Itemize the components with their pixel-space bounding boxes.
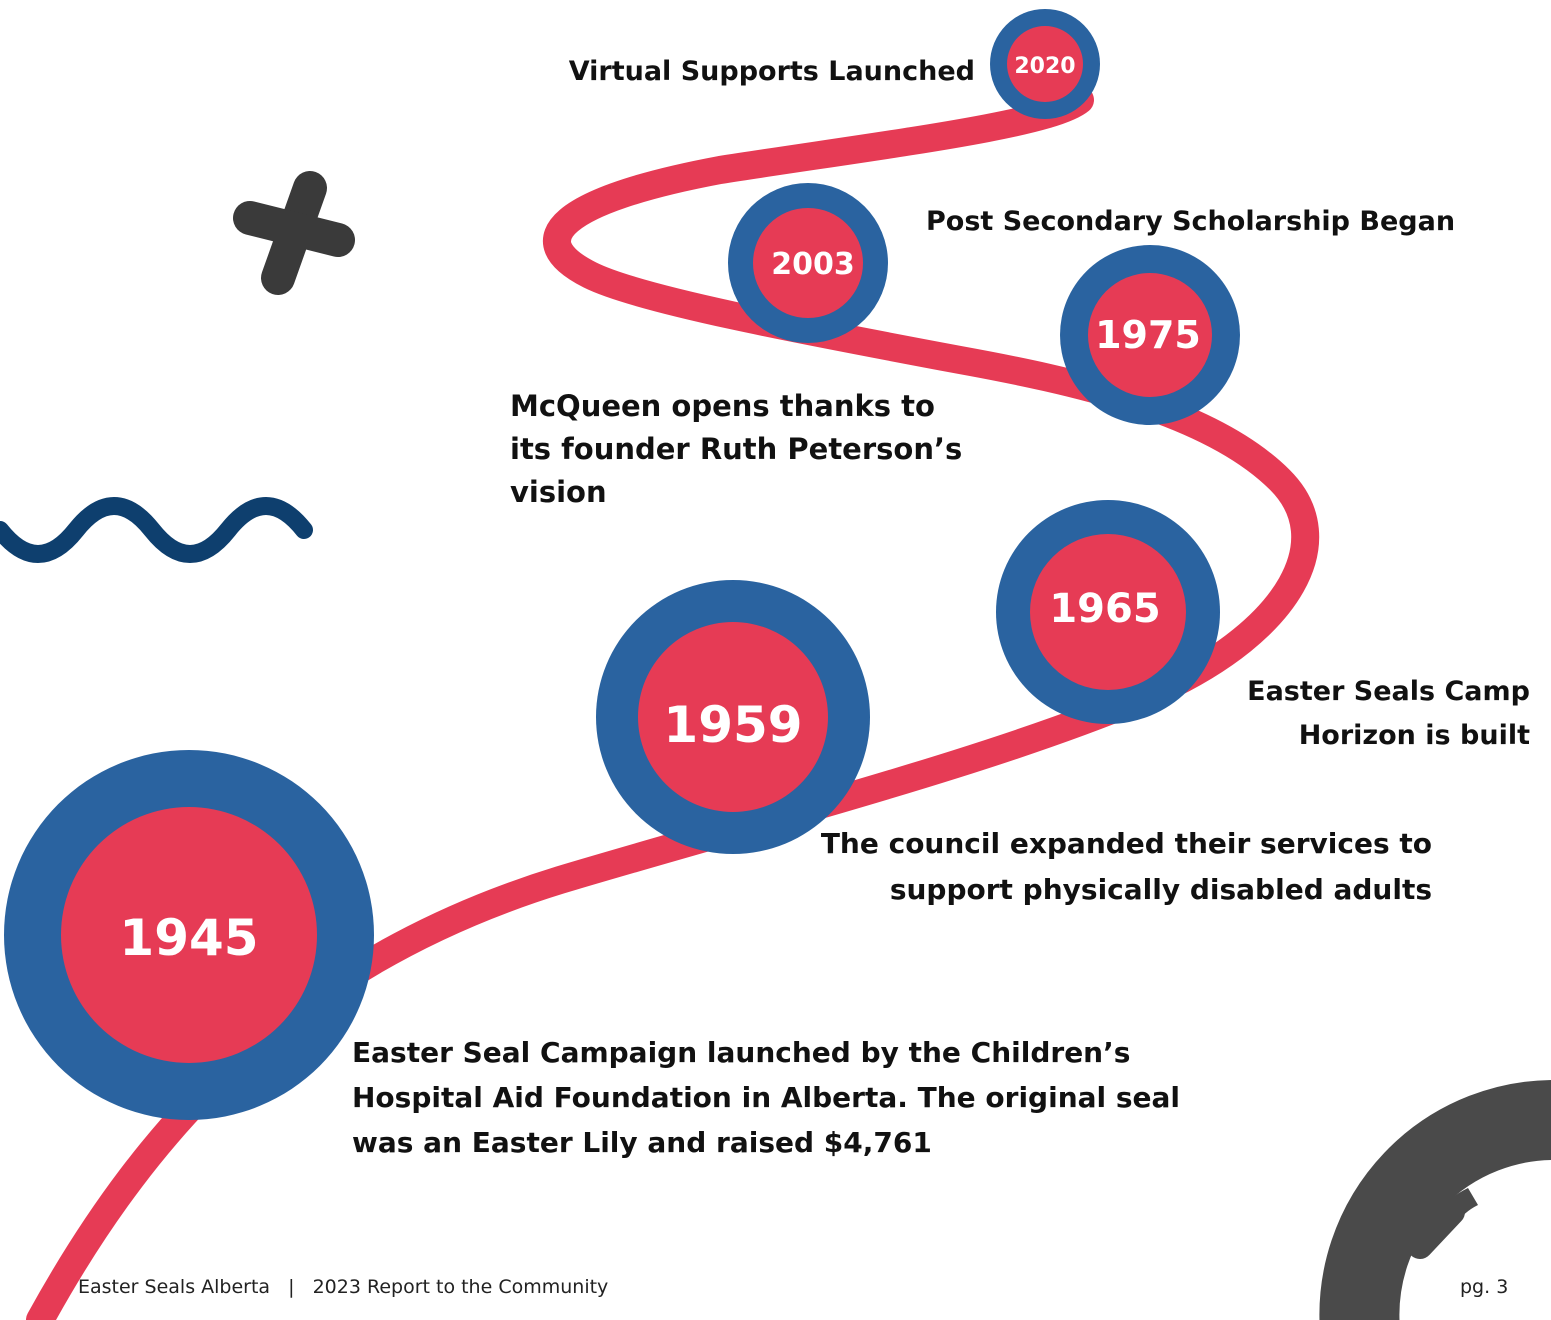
milestone-2020: 2020 xyxy=(990,9,1100,119)
milestone-2003: 2003 xyxy=(728,183,888,343)
milestone-1945-caption: Easter Seal Campaign launched by the Chi… xyxy=(352,1030,1232,1165)
milestone-1945-caption-text: Easter Seal Campaign launched by the Chi… xyxy=(352,1036,1181,1159)
year-1959: 1959 xyxy=(663,696,802,754)
footer-left: Easter Seals Alberta | 2023 Report to th… xyxy=(78,1276,608,1298)
milestone-1965-caption: Easter Seals Camp Horizon is built xyxy=(1220,670,1530,758)
milestone-1975-caption: McQueen opens thanks to its founder Ruth… xyxy=(510,385,980,514)
milestone-2020-caption: Virtual Supports Launched xyxy=(568,56,975,87)
year-1975: 1975 xyxy=(1095,313,1201,357)
timeline-path xyxy=(26,86,1320,1320)
milestone-1975: 1975 xyxy=(1060,245,1240,425)
plus-cross-icon xyxy=(233,171,355,295)
squiggle-wave-icon xyxy=(0,497,313,563)
milestone-1945: 1945 xyxy=(4,750,374,1120)
milestone-1965: 1965 xyxy=(996,500,1220,724)
footer-report-title: 2023 Report to the Community xyxy=(312,1276,609,1298)
footer-organization: Easter Seals Alberta xyxy=(78,1276,271,1298)
milestone-1975-caption-text: McQueen opens thanks to its founder Ruth… xyxy=(510,389,963,509)
milestone-1959-caption-text: The council expanded their services to s… xyxy=(820,827,1432,906)
year-1965: 1965 xyxy=(1049,586,1160,632)
year-1945: 1945 xyxy=(119,909,258,967)
year-2003: 2003 xyxy=(771,247,855,282)
milestone-1965-caption-text: Easter Seals Camp Horizon is built xyxy=(1247,676,1530,751)
milestone-1959: 1959 xyxy=(596,580,870,854)
milestone-1959-caption: The council expanded their services to s… xyxy=(820,821,1432,913)
milestone-2003-caption: Post Secondary Scholarship Began xyxy=(926,206,1456,237)
footer-separator: | xyxy=(288,1276,295,1298)
page-number: pg. 3 xyxy=(1460,1276,1509,1298)
easter-seals-logo-mark xyxy=(1319,1080,1551,1320)
year-2020: 2020 xyxy=(1014,54,1075,79)
